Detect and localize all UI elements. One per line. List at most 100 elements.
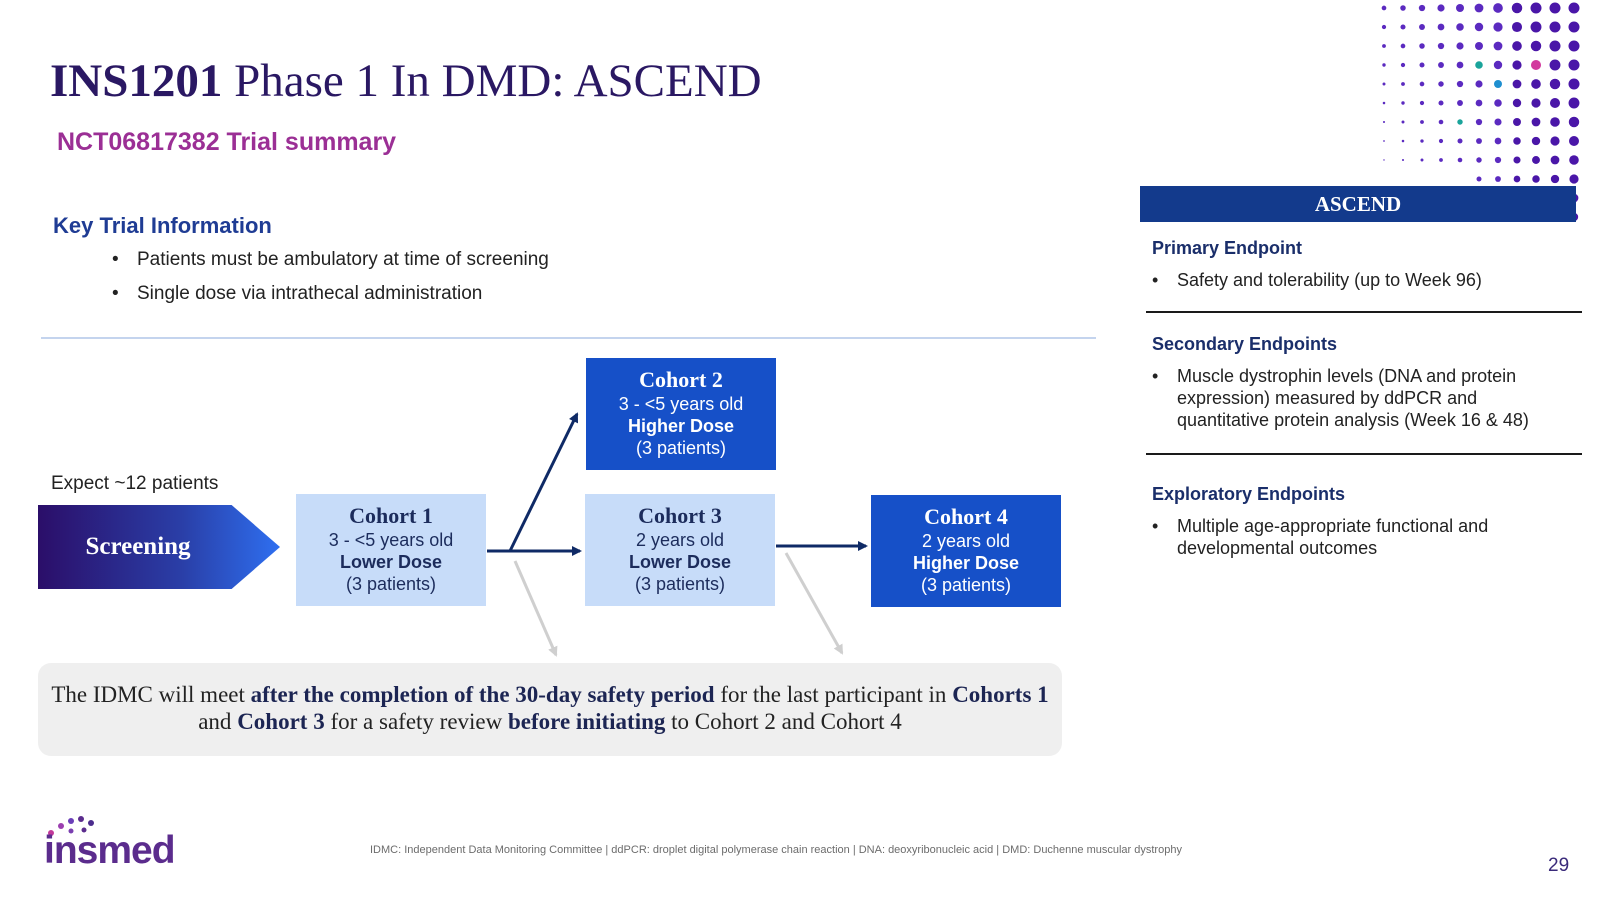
decorative-dot [1457, 157, 1463, 163]
cohort-patients: (3 patients) [345, 574, 437, 594]
decorative-dot [1530, 21, 1542, 33]
decorative-dot [1456, 42, 1464, 50]
decorative-dot [1476, 176, 1482, 182]
cohort-patients: (3 patients) [635, 438, 727, 458]
decorative-dot [1419, 62, 1425, 68]
decorative-dot [1493, 22, 1503, 32]
decorative-dot [1420, 120, 1424, 124]
page-subtitle: NCT06817382 Trial summary [57, 128, 397, 156]
decorative-dot [1532, 156, 1540, 164]
idmc-text: for a safety review [324, 709, 508, 734]
decorative-dot [1419, 43, 1425, 49]
decorative-dot [1437, 42, 1445, 50]
secondary-endpoint-list: Muscle dystrophin levels (DNA and protei… [1152, 365, 1562, 431]
decorative-dot [1550, 136, 1560, 146]
decorative-dot [1549, 78, 1561, 90]
cohort-dose: Higher Dose [912, 553, 1020, 573]
cohort-age: 2 years old [635, 530, 725, 550]
cohort-dose: Higher Dose [627, 416, 735, 436]
exploratory-endpoint-heading: Exploratory Endpoints [1152, 484, 1346, 504]
cohort-patients: (3 patients) [920, 575, 1012, 595]
decorative-dot [1456, 80, 1464, 88]
decorative-dot [1476, 157, 1482, 163]
decorative-dot [1438, 62, 1444, 68]
decorative-dot [1437, 4, 1445, 12]
idmc-text: for the last participant in [714, 682, 953, 707]
decorative-dot [1474, 3, 1484, 13]
decorative-dot [1474, 22, 1484, 32]
decorative-dot [1549, 21, 1561, 33]
decorative-dot [1513, 137, 1521, 145]
key-info-heading: Key Trial Information [53, 213, 272, 238]
decorative-dot [1568, 135, 1580, 147]
key-info-item: Patients must be ambulatory at time of s… [112, 249, 549, 271]
decorative-dot [1475, 61, 1483, 69]
decorative-dot [1475, 99, 1483, 107]
endpoint-item: Safety and tolerability (up to Week 96) [1152, 269, 1562, 291]
exploratory-endpoint-list: Multiple age-appropriate functional and … [1152, 515, 1562, 559]
panel-divider [1146, 311, 1582, 313]
decorative-dot [1400, 5, 1406, 11]
decorative-dot [1550, 155, 1560, 165]
decorative-dot [1513, 156, 1521, 164]
decorative-dot [1456, 4, 1464, 12]
decorative-dot [1530, 40, 1542, 52]
insmed-logo-dots [48, 816, 94, 836]
idmc-text: and [198, 709, 238, 734]
decorative-dot [1438, 138, 1444, 144]
decorative-dot [1512, 60, 1522, 70]
decorative-dot [1513, 118, 1521, 126]
decorative-dot [1531, 79, 1541, 89]
decorative-dot [1401, 139, 1405, 143]
idmc-emphasis: before initiating [508, 709, 666, 734]
decorative-dot [1456, 23, 1464, 31]
idmc-text: to Cohort 2 and Cohort 4 [665, 709, 902, 734]
decorative-dot-pattern [1381, 2, 1580, 222]
cohort-name: Cohort 1 [349, 503, 433, 528]
decorative-dot [1418, 4, 1426, 12]
cohort-4-box: Cohort 4 2 years old Higher Dose (3 pati… [871, 495, 1061, 607]
decorative-dot [1400, 24, 1406, 30]
decorative-dot [1439, 158, 1443, 162]
screening-chevron [38, 505, 280, 589]
decorative-dot [1494, 80, 1502, 88]
idmc-emphasis: Cohort 3 [237, 709, 325, 734]
idmc-text: The IDMC will meet [51, 682, 251, 707]
decorative-dot [1494, 156, 1502, 164]
cohort-1-box: Cohort 1 3 - <5 years old Lower Dose (3 … [296, 494, 486, 606]
decorative-dot [1511, 21, 1523, 33]
decorative-dot [1420, 139, 1424, 143]
cohort-2-box: Cohort 2 3 - <5 years old Higher Dose (3… [586, 358, 776, 470]
decorative-dot [1530, 59, 1542, 71]
decorative-dot [1381, 5, 1387, 11]
decorative-dot [1437, 23, 1445, 31]
cohort-age: 2 years old [921, 531, 1011, 551]
decorative-dot [1549, 59, 1561, 71]
decorative-dot [1512, 79, 1522, 89]
cohort-name: Cohort 3 [638, 503, 722, 528]
decorative-dot [1568, 21, 1580, 33]
decorative-dot [1549, 40, 1561, 52]
arrow-cohort1-down [513, 560, 558, 657]
endpoint-item: Multiple age-appropriate functional and … [1152, 515, 1562, 559]
primary-endpoint-list: Safety and tolerability (up to Week 96) [1152, 269, 1562, 291]
decorative-dot [1457, 119, 1463, 125]
decorative-dot [1401, 158, 1405, 162]
decorative-dot [1382, 120, 1386, 124]
decorative-dot [1493, 41, 1503, 51]
decorative-dot [1530, 2, 1542, 14]
decorative-dot [1438, 119, 1444, 125]
decorative-dot [1511, 2, 1523, 14]
endpoint-item: Muscle dystrophin levels (DNA and protei… [1152, 365, 1562, 431]
decorative-dot [1568, 59, 1580, 71]
decorative-dot [1420, 158, 1424, 162]
page-number: 29 [1548, 855, 1570, 876]
decorative-dot [1568, 2, 1580, 14]
decorative-dot [1568, 116, 1580, 128]
decorative-dot [1419, 100, 1425, 106]
decorative-dot [1550, 117, 1560, 127]
cohort-dose: Lower Dose [339, 552, 443, 572]
panel-divider [1146, 453, 1582, 455]
decorative-dot [1383, 159, 1385, 161]
